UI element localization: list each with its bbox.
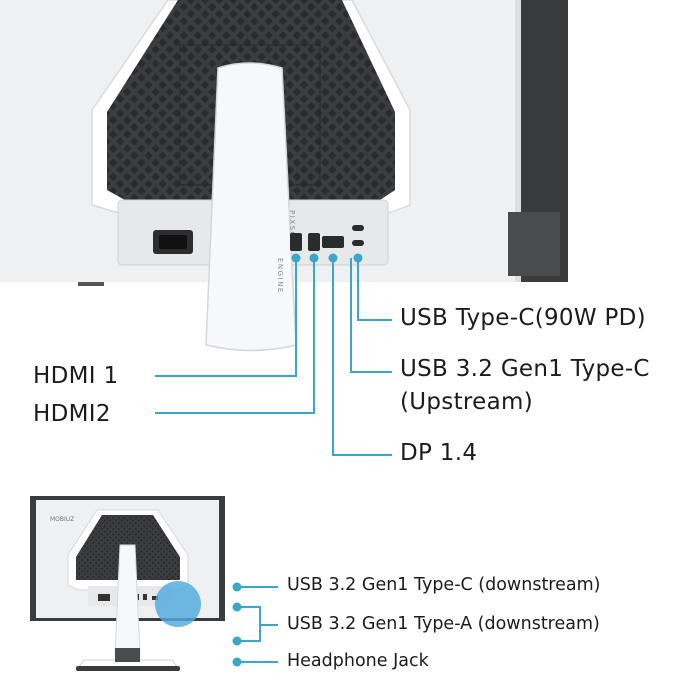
label-hdmi1: HDMI 1 [33,363,119,389]
power-inlet [153,230,193,254]
usbc-up-port [352,240,364,246]
small-monitor: MOBIUZ [30,496,225,671]
label-usbc-pd: USB Type-C(90W PD) [400,305,646,331]
port-row [290,225,364,251]
label-usba-downstream: USB 3.2 Gen1 Type-A (downstream) [287,614,600,634]
label-usbc-downstream: USB 3.2 Gen1 Type-C (downstream) [287,575,601,595]
highlight-circle [155,581,201,627]
hdmi1-port [290,233,302,251]
stand-text-2: ENGINE [276,258,284,294]
dp-port [322,236,344,248]
label-hdmi2: HDMI2 [33,401,111,427]
stand-neck: PIXSOUL ENGINE [205,62,297,352]
usbc-pd-port [352,225,364,231]
side-port-markers [232,582,278,667]
brand-small: MOBIUZ [50,516,74,523]
leader-lines [155,258,392,456]
stand-text-1: PIXSOUL [288,210,296,251]
hdmi2-port [308,233,320,251]
label-usb-upstream-line1: USB 3.2 Gen1 Type-C [400,356,650,382]
label-headphone: Headphone Jack [287,651,429,671]
label-usb-upstream-line2: (Upstream) [400,389,533,415]
label-dp: DP 1.4 [400,440,478,466]
